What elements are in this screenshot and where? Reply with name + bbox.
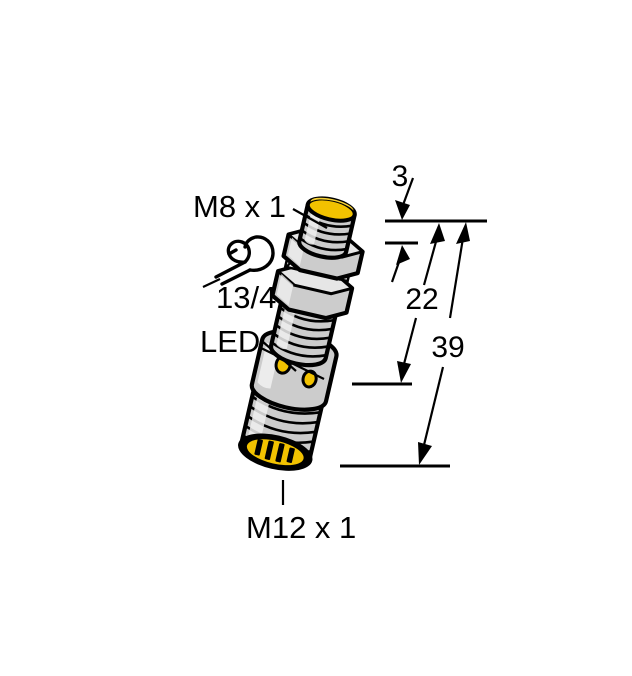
label-led: LED: [200, 324, 260, 359]
arrowhead-dim-3-down: [395, 200, 410, 220]
dimension-value-22: 22: [405, 283, 438, 316]
dimension-value-3: 3: [392, 160, 409, 193]
arrowhead-dim-22-down: [397, 361, 411, 383]
label-thread-bottom: M12 x 1: [246, 510, 356, 545]
arrowhead-dim-39-up: [456, 222, 470, 244]
dimension-value-39: 39: [431, 331, 464, 364]
leader-dim-3-lower: [390, 261, 401, 283]
leader-dim-39-upper: [448, 237, 465, 319]
callout-labels-group: M8 x 1 13/4 LED M12 x 1: [193, 189, 356, 545]
leader-led-2: [258, 346, 325, 380]
label-thread-top: M8 x 1: [193, 189, 286, 224]
connector-keyway-slots: [254, 439, 295, 463]
leader-thread-top: [292, 208, 328, 229]
leader-dim-22-upper: [422, 237, 439, 286]
label-wrench-size: 13/4: [216, 280, 276, 315]
leader-dim-39-lower: [422, 366, 445, 446]
leader-wrench-icon: [202, 278, 221, 288]
sensing-face-cap: [305, 196, 357, 223]
arrowhead-dim-22-up: [430, 223, 445, 244]
led-indicator-2: [301, 369, 318, 389]
arrowhead-dim-39-down: [418, 442, 432, 465]
arrowhead-dim-3-up: [396, 245, 410, 265]
sensor-body-group: [238, 196, 365, 471]
wrench-icon: [214, 235, 275, 286]
dimension-lines-group: 3 22 39: [340, 160, 487, 468]
leader-dim-22-lower: [402, 317, 418, 365]
m12-connector-face: [238, 433, 313, 471]
leader-dim-3: [401, 177, 415, 206]
